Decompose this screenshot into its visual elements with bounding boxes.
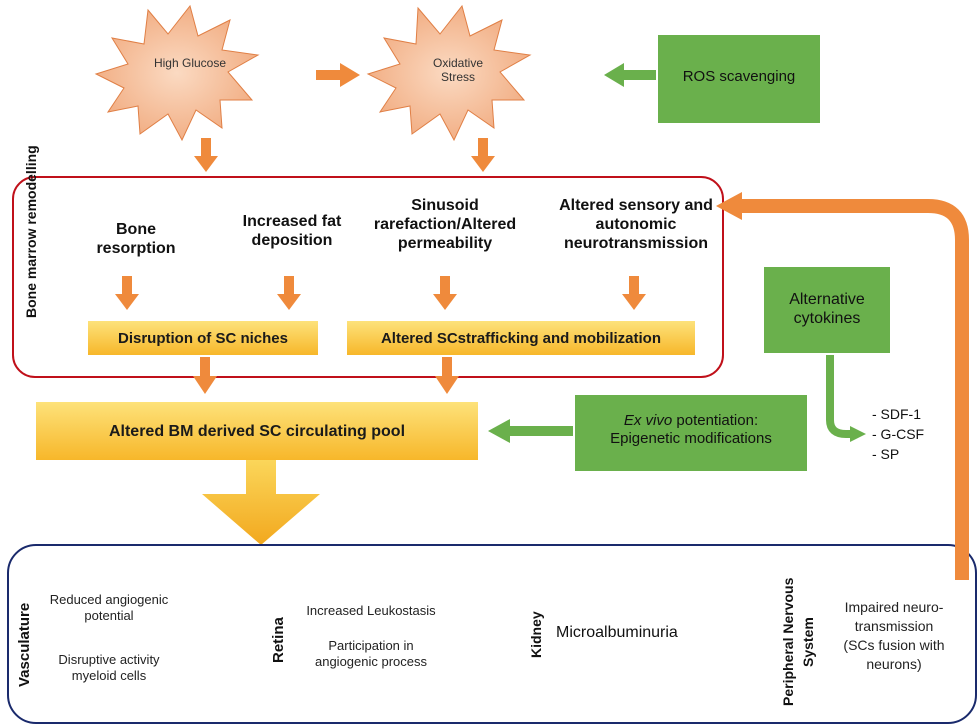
circulating-pool-label: Altered BM derived SC circulating pool — [108, 423, 406, 440]
trafficking-label: Altered SCstrafficking and mobilization — [380, 330, 662, 347]
arrow-cytokines-head — [850, 426, 866, 442]
cytokine-list: - SDF-1 - G-CSF - SP — [872, 404, 962, 464]
arrow-glucose-down — [194, 138, 218, 172]
arrow-cytokines-to-list — [826, 355, 852, 438]
cytokine-item: - SP — [872, 446, 900, 462]
feedback-arrow-head — [716, 192, 742, 220]
ex-vivo-label: Ex vivo potentiation: Epigenetic modific… — [575, 412, 807, 448]
alternative-cytokines-label: Alternative cytokines — [789, 291, 865, 328]
retina-item: Increased Leukostasis — [306, 603, 436, 618]
bone-marrow-label: Bone marrow remodelling — [23, 145, 39, 318]
vasculature-item: Reduced angiogenic potential — [49, 592, 169, 623]
sinusoid-label: Sinusoid rarefaction/Altered permeabilit… — [373, 197, 517, 253]
high-glucose-label: High Glucose — [153, 56, 227, 70]
big-down-arrow — [202, 460, 320, 545]
retina-item: Participation in angiogenic process — [314, 638, 428, 669]
fat-deposition-label: Increased fat deposition — [242, 213, 342, 250]
cytokines-box — [764, 267, 890, 353]
sensory-label: Altered sensory and autonomic neurotrans… — [559, 197, 713, 253]
organ-box — [7, 544, 977, 724]
ros-scavenging-label: ROS scavenging — [682, 68, 796, 85]
ros-box — [658, 35, 820, 123]
ex-vivo-rest: potentiation: — [676, 412, 759, 429]
vasculature-item: Disruptive activity myeloid cells — [58, 652, 160, 683]
ex-vivo-line2: Epigenetic modifications — [610, 430, 772, 447]
ex-vivo-italic: Ex vivo — [623, 412, 673, 429]
ex-vivo-box — [575, 395, 807, 471]
oxidative-stress-starburst — [366, 4, 532, 142]
feedback-arrow — [738, 199, 969, 580]
niches-box — [88, 321, 318, 355]
circulating-pool-box — [36, 402, 478, 460]
bone-resorption-label: Bone resorption — [96, 221, 176, 258]
arrow-ros-to-stress — [604, 63, 656, 87]
oxidative-stress-label: Oxidative Stress — [432, 56, 484, 85]
arrows-to-pool — [193, 357, 459, 394]
kidney-item: Microalbuminuria — [556, 624, 678, 641]
bone-marrow-box — [12, 176, 724, 378]
cytokine-item: - G-CSF — [872, 426, 925, 442]
arrow-stress-down — [471, 138, 495, 172]
trafficking-box — [347, 321, 695, 355]
high-glucose-starburst — [94, 4, 260, 142]
vasculature-label: Vasculature — [16, 602, 33, 688]
pns-label: Peripheral Nervous System — [780, 577, 816, 707]
cytokine-item: - SDF-1 — [872, 406, 921, 422]
arrow-exvivo-to-pool — [488, 419, 573, 443]
retina-label: Retina — [270, 617, 287, 663]
pns-item: Impaired neuro-transmission (SCs fusion … — [843, 599, 945, 672]
kidney-label: Kidney — [528, 611, 544, 659]
niches-label: Disruption of SC niches — [117, 330, 288, 347]
arrow-glucose-to-stress — [316, 63, 360, 87]
inner-arrows — [115, 276, 646, 310]
